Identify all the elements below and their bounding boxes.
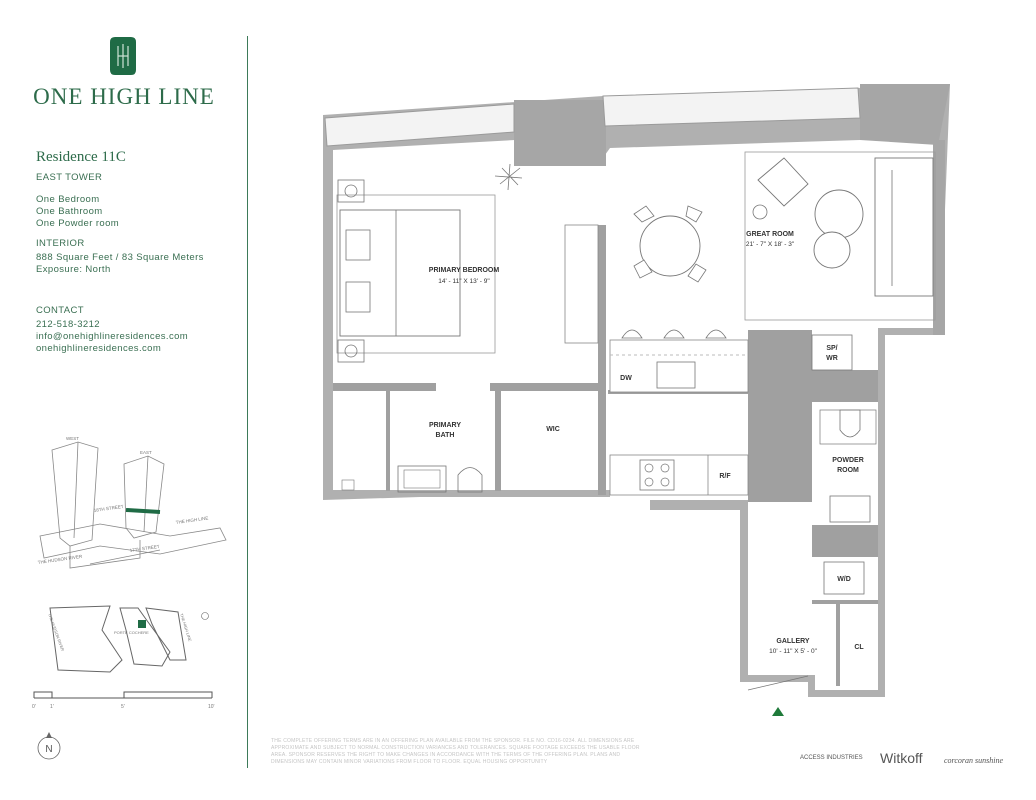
dining-table: [639, 215, 701, 277]
contact-phone[interactable]: 212-518-3212: [36, 319, 100, 330]
site-map-building-marker: [138, 620, 146, 628]
kitchen-island: [609, 339, 749, 393]
powder-sink: [829, 495, 871, 523]
dining-chairs: [633, 205, 707, 283]
keyplan-label-west: WEST: [66, 436, 79, 441]
kitchen-counter: [609, 454, 749, 496]
contact-heading: CONTACT: [36, 305, 85, 316]
label-primary-bedroom: PRIMARY BEDROOM: [429, 267, 500, 274]
nightstand: [337, 339, 365, 363]
label-great-room: GREAT ROOM: [746, 231, 794, 238]
label-bath: BATH: [436, 432, 455, 439]
interior-section: INTERIOR 888 Square Feet / 83 Square Met…: [36, 238, 204, 276]
keyplan-street-river: THE HUDSON RIVER: [37, 554, 83, 565]
bar-stools: [621, 329, 727, 339]
contact-section: CONTACT 212-518-3212 info@onehighlineres…: [36, 305, 188, 355]
tower-name: EAST TOWER: [36, 172, 103, 183]
label-gallery: GALLERY: [776, 638, 810, 645]
keyplan-street-17th: 17TH STREET: [129, 544, 160, 553]
label-spwr-2: WR: [826, 355, 838, 362]
partner-corcoran: corcoran sunshine: [944, 756, 1004, 765]
brand-name: ONE HIGH LINE: [33, 84, 215, 109]
site-label-river: THE HUDSON RIVER: [47, 613, 65, 652]
partner-access: ACCESS INDUSTRIES: [800, 755, 863, 761]
room-summary: One Bedroom One Bathroom One Powder room: [36, 194, 119, 230]
bedroom-rug: [336, 194, 496, 354]
room-summary-item: One Bedroom: [36, 194, 100, 205]
scale-label-1: 1': [50, 704, 54, 710]
label-room: ROOM: [837, 467, 859, 474]
armchair: [757, 157, 809, 207]
dim-great-room: 21' - 7" X 18' - 3": [746, 241, 795, 248]
scale-label-0: 0': [32, 704, 36, 710]
wardrobe: [564, 224, 599, 344]
side-table: [752, 204, 768, 220]
site-label-highline: THE HIGH LINE: [179, 613, 193, 643]
north-compass-icon: N: [37, 732, 61, 760]
living-rug: [744, 151, 936, 321]
label-rf: R/F: [719, 473, 731, 480]
powder-toilet: [839, 409, 861, 438]
scale-label-10: 10': [208, 704, 215, 710]
cooktop: [639, 459, 675, 491]
entry-door: [747, 675, 809, 691]
sidebar-divider: [247, 36, 248, 768]
pillow: [345, 229, 371, 261]
building-keyplan: WEST EAST 18TH STREET 17TH STREET THE HU…: [37, 436, 227, 569]
brand-logo-icon: [110, 37, 136, 75]
floor-plan: PRIMARY BEDROOM 14' - 11" X 13' - 9" GRE…: [323, 84, 950, 716]
dim-primary-bedroom: 14' - 11" X 13' - 9": [438, 278, 490, 285]
label-cl: CL: [854, 644, 864, 651]
shower-fixture: [341, 479, 355, 491]
label-dw: DW: [620, 375, 632, 382]
pillow: [345, 281, 371, 313]
keyplan-label-east: EAST: [140, 450, 152, 455]
scale-bar: 0' 1' 5' 10': [32, 691, 215, 710]
coffee-table-small: [813, 231, 851, 269]
label-powder: POWDER: [832, 457, 864, 464]
label-wic: WIC: [546, 426, 560, 433]
window-north-west: [324, 103, 515, 147]
scale-label-5: 5': [121, 704, 125, 710]
interior-floor: [333, 132, 934, 690]
site-label-porte: PORTE COCHERE: [114, 630, 149, 635]
partner-witkoff: Witkoff: [880, 750, 923, 766]
interior-size: 888 Square Feet / 83 Square Meters: [36, 252, 204, 263]
spwr-closet: [811, 334, 853, 371]
toilet: [457, 467, 483, 493]
label-wd: W/D: [837, 576, 851, 583]
tower-label: EAST TOWER: [36, 172, 102, 184]
sidebar: ONE HIGH LINE Residence 11C EAST TOWER O…: [0, 0, 248, 800]
contact-website[interactable]: onehighlineresidences.com: [36, 343, 162, 354]
interior-heading: INTERIOR: [36, 238, 85, 249]
room-summary-item: One Powder room: [36, 218, 120, 229]
coffee-table: [814, 189, 864, 239]
wall-block: [860, 84, 950, 145]
interior-exposure: Exposure: North: [36, 264, 111, 275]
site-map: THE HUDSON RIVER PORTE COCHERE THE HIGH …: [47, 605, 209, 673]
dim-gallery: 10' - 11" X 5' - 0": [769, 648, 817, 655]
nightstand: [337, 179, 365, 203]
partitions: [333, 225, 878, 686]
vanity: [397, 465, 447, 493]
residence-title: Residence 11C: [36, 149, 126, 165]
sofa: [874, 157, 934, 297]
label-primary: PRIMARY: [429, 422, 461, 429]
keyplan-street-18th: 18TH STREET: [93, 504, 124, 513]
disclaimer: THE COMPLETE OFFERING TERMS ARE IN AN OF…: [271, 738, 640, 765]
label-spwr-1: SP/: [826, 345, 837, 352]
entry-marker-icon: [772, 707, 784, 716]
kitchen-sink: [656, 361, 696, 389]
contact-email[interactable]: info@onehighlineresidences.com: [36, 331, 189, 342]
site-map-north-icon: [201, 612, 209, 620]
room-summary-item: One Bathroom: [36, 206, 103, 217]
wall-east: [933, 140, 945, 335]
washer-dryer: [823, 561, 865, 595]
north-label: N: [45, 744, 52, 755]
window-north-east: [602, 87, 861, 127]
wall-block: [514, 100, 606, 166]
keyplan-street-highline: THE HIGH LINE: [175, 515, 208, 525]
plant-icon: [494, 163, 523, 191]
bed: [339, 209, 461, 337]
